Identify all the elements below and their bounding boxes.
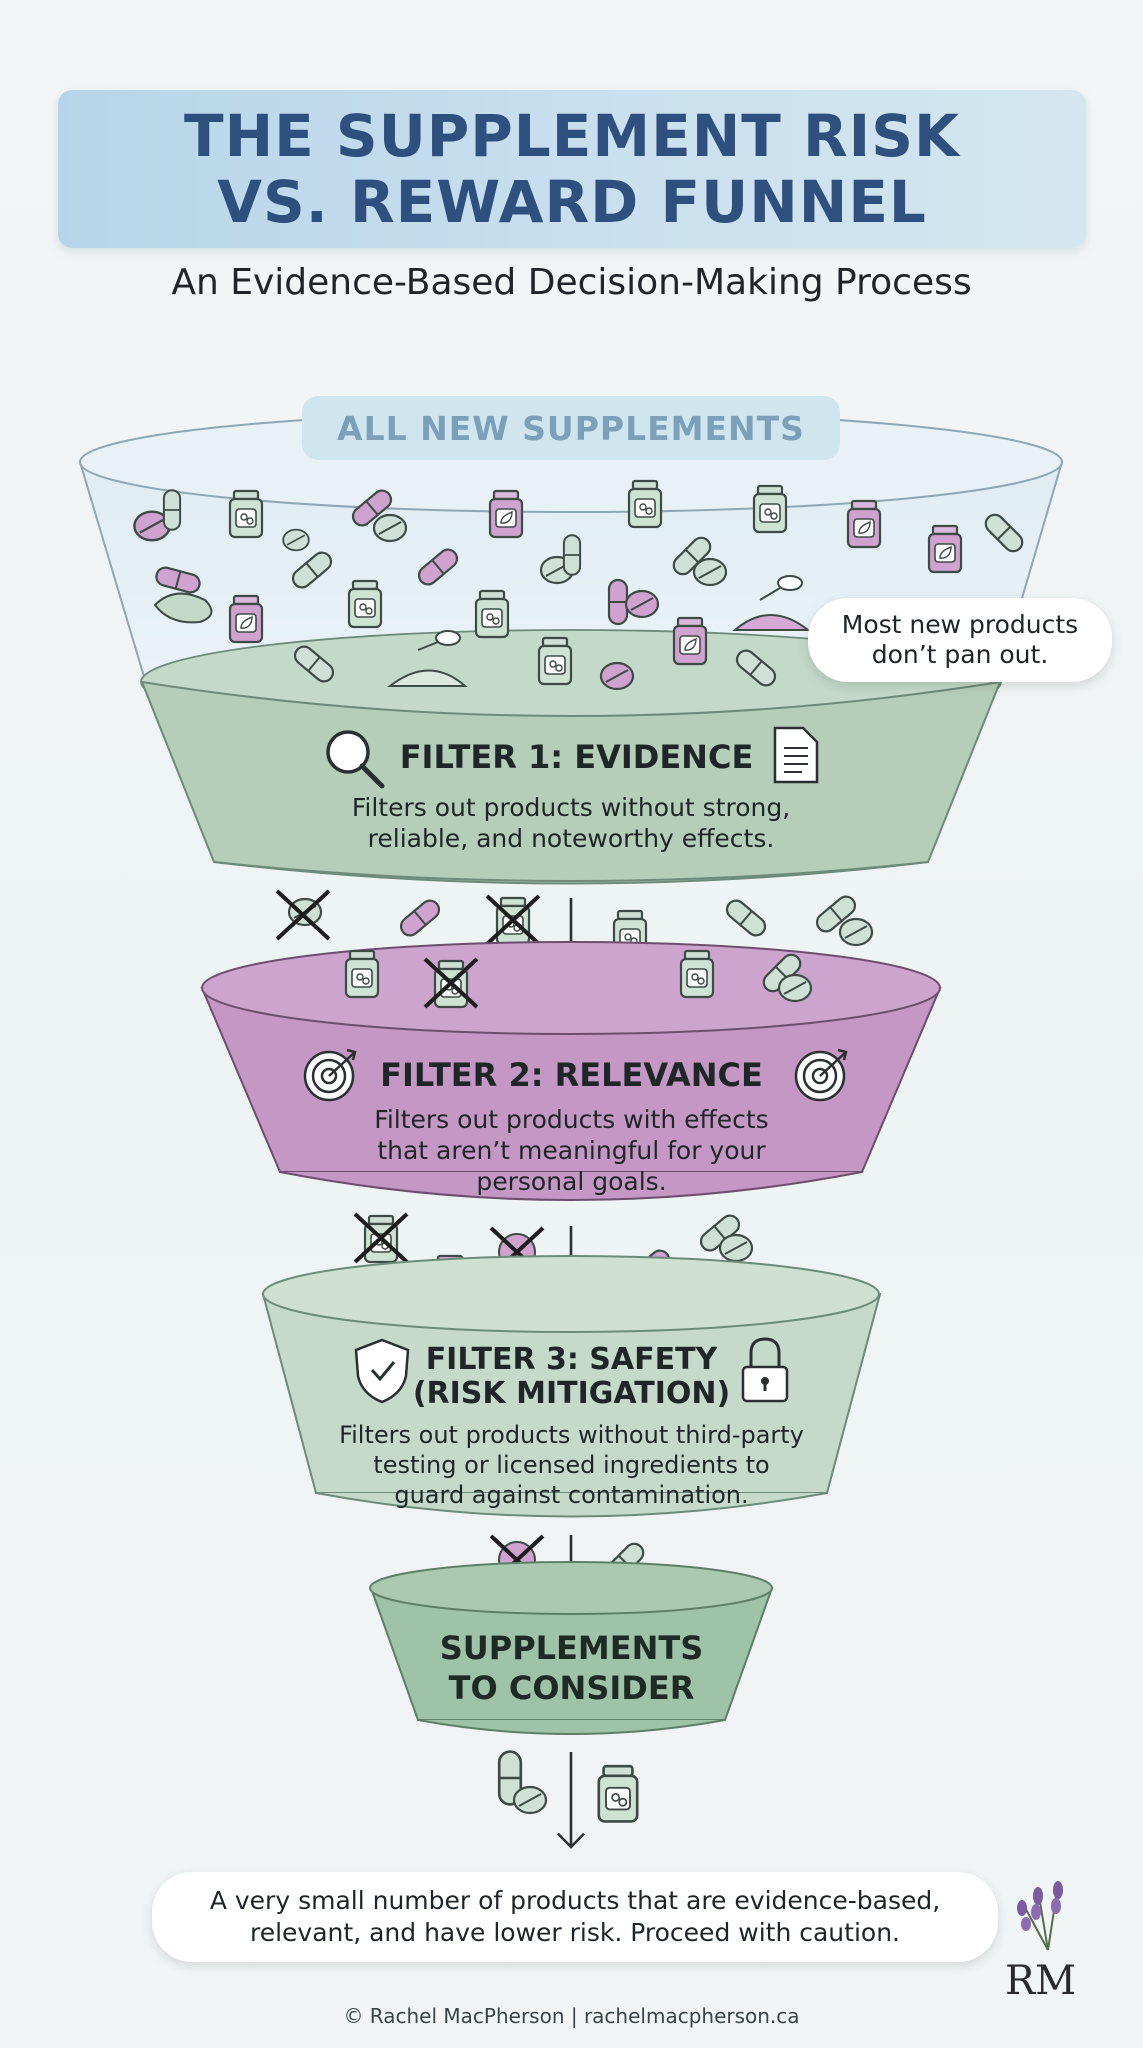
side-note-line-2: don’t pan out. [871,640,1049,669]
filter3-desc-line-1: Filters out products without third-party [339,1421,804,1449]
padlock-icon [741,1337,789,1403]
filter3-title: FILTER 3: SAFETY (RISK MITIGATION) [340,1343,803,1411]
filter3-desc-line-3: guard against contamination. [394,1481,749,1509]
filter2-desc-line-3: personal goals. [476,1167,667,1196]
filter2-description: Filters out products with effects that a… [300,1104,843,1197]
document-icon [773,726,819,784]
subtitle: An Evidence-Based Decision-Making Proces… [171,262,972,303]
filter1-description: Filters out products without strong, rel… [260,792,882,854]
logo-text: RM [1005,1958,1077,2004]
filter2-desc-line-1: Filters out products with effects [374,1105,769,1134]
conclusion-line-2: relevant, and have lower risk. Proceed w… [250,1918,900,1947]
target-icon [794,1048,848,1102]
filter2-desc-line-2: that aren’t meaningful for your [377,1136,766,1165]
filter3-title-line-1: FILTER 3: SAFETY [425,1342,718,1377]
all-new-supplements-label: ALL NEW SUPPLEMENTS [302,396,840,460]
filter3-description: Filters out products without third-party… [300,1420,843,1510]
filter1-desc-line-1: Filters out products without strong, [351,793,791,822]
side-note-bubble: Most new products don’t pan out. [808,598,1112,682]
final-funnel-label: SUPPLEMENTS TO CONSIDER [400,1628,743,1708]
title-banner: THE SUPPLEMENT RISK VS. REWARD FUNNEL [58,90,1086,248]
conclusion-bubble: A very small number of products that are… [152,1872,998,1962]
title-line-1: THE SUPPLEMENT RISK [184,102,960,170]
filter1-title: FILTER 1: EVIDENCE [399,738,754,776]
filter2-title: FILTER 2: RELEVANCE [380,1056,763,1094]
filter3-desc-line-2: testing or licensed ingredients to [373,1451,770,1479]
shield-check-icon [354,1338,410,1404]
title-line-2: VS. REWARD FUNNEL [217,168,927,236]
filter1-block: FILTER 1: EVIDENCE [300,738,843,776]
filter3-title-line-2: (RISK MITIGATION) [412,1376,731,1411]
lavender-logo [1017,1881,1063,1951]
final-line-1: SUPPLEMENTS [439,1629,704,1667]
magnifier-icon [326,730,385,789]
target-icon [303,1048,357,1102]
filter1-desc-line-2: reliable, and noteworthy effects. [367,824,775,853]
side-note-line-1: Most new products [841,610,1079,639]
footer-credit: © Rachel MacPherson | rachelmacpherson.c… [343,2004,800,2028]
conclusion-line-1: A very small number of products that are… [209,1886,941,1915]
final-line-2: TO CONSIDER [448,1669,695,1707]
